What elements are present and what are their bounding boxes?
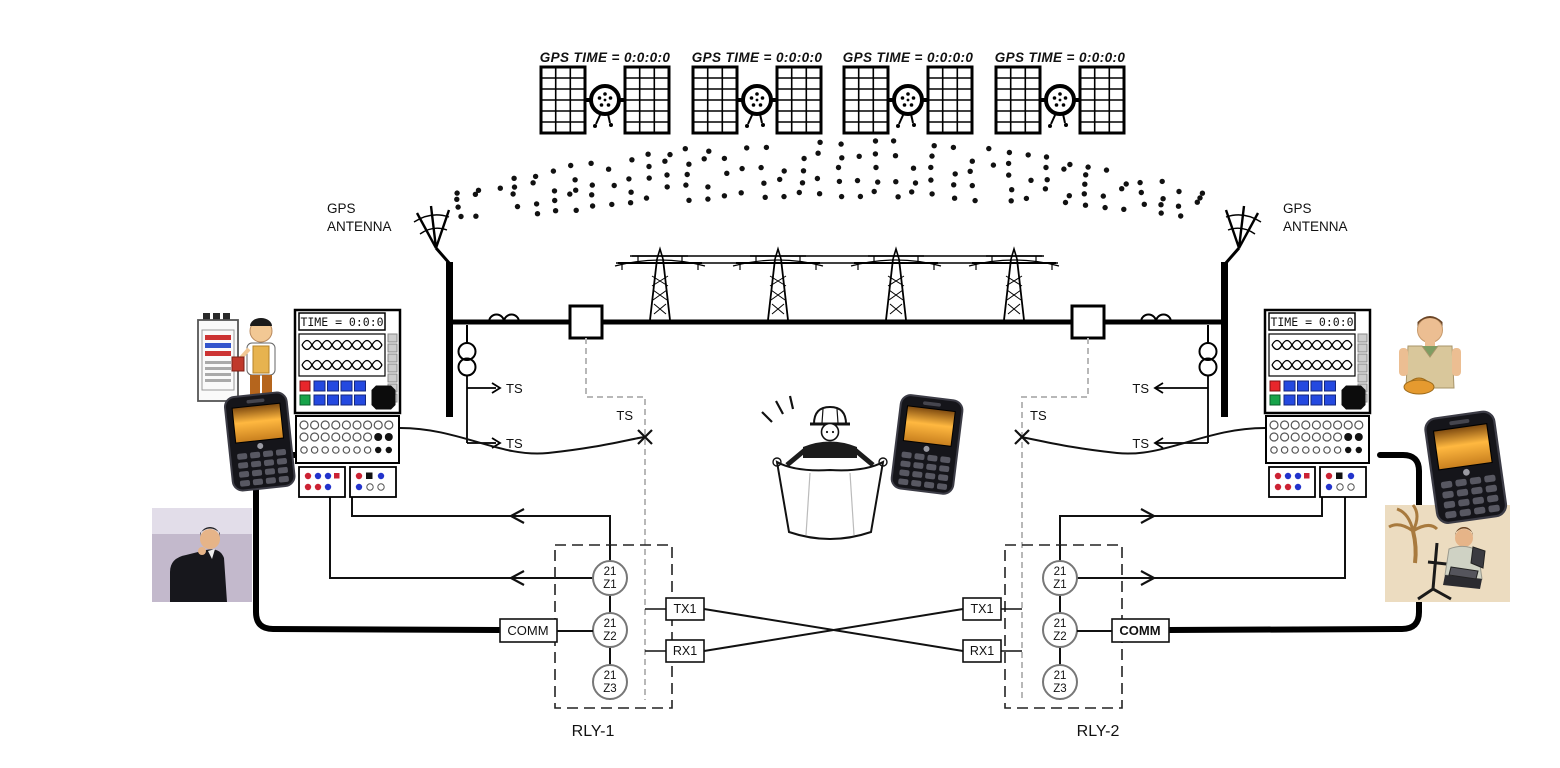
panel-time-left: TIME = 0:0:0 <box>300 315 383 329</box>
panel-ts-curve-right <box>1020 427 1266 455</box>
zone-element-z1-left <box>592 560 628 596</box>
relay-panel-links <box>329 497 1346 586</box>
gps-time-label-1: GPS TIME = 0:0:0:0 <box>540 50 671 65</box>
antenna-label-left-line2: ANTENNA <box>327 219 392 234</box>
gps-antenna-left <box>413 205 452 265</box>
bus-left <box>446 262 453 417</box>
panel-ts-curve-left <box>399 427 645 455</box>
technician-figure <box>197 313 276 404</box>
ct-coil-left <box>488 313 520 323</box>
ts-label-right-1: TS <box>1132 381 1149 396</box>
arrow-left-1 <box>508 508 525 524</box>
gps-time-label-3: GPS TIME = 0:0:0:0 <box>843 50 974 65</box>
satellite-3 <box>842 65 974 135</box>
time-source-taps-right <box>1153 325 1218 449</box>
zone-element-z3-left <box>592 664 628 700</box>
zone-z1-num-right: 21 <box>1054 566 1067 578</box>
antenna-label-right-line2: ANTENNA <box>1283 219 1348 234</box>
zone-z2-id-left: Z2 <box>603 631 616 643</box>
arrow-right-2 <box>1140 570 1157 586</box>
phone-left <box>223 390 297 493</box>
tx1-label-right: TX1 <box>971 602 994 616</box>
relay-panel-right <box>1263 308 1372 499</box>
time-source-taps-left <box>457 325 502 449</box>
tower-4 <box>968 248 1060 321</box>
gps-time-label-2: GPS TIME = 0:0:0:0 <box>692 50 823 65</box>
antenna-label-right-line1: GPS <box>1283 201 1312 216</box>
rly2-name: RLY-2 <box>1077 723 1120 740</box>
comm-label-left: COMM <box>507 623 548 638</box>
satellite-2 <box>691 65 823 135</box>
comm-channel-cross <box>703 608 964 652</box>
rx1-label-right: RX1 <box>970 644 994 658</box>
relay-rly2-block: 21 Z1 21 Z2 21 Z3 TX1 RX1 COMM RLY-2 <box>962 544 1170 740</box>
tx1-label-left: TX1 <box>674 602 697 616</box>
gps-signal-dots <box>454 138 1206 220</box>
transmission-circuit <box>446 262 1228 417</box>
zone-z2-num-left: 21 <box>604 618 617 630</box>
arrow-left-2 <box>508 570 525 586</box>
satellite-1 <box>539 65 671 135</box>
zone-element-z1-right <box>1042 560 1078 596</box>
phone-right <box>1422 409 1509 526</box>
arrow-right-1 <box>1140 508 1157 524</box>
zone-z1-num-left: 21 <box>604 566 617 578</box>
zone-z3-num-right: 21 <box>1054 670 1067 682</box>
relay-panel-left <box>293 308 402 499</box>
gps-time-label-4: GPS TIME = 0:0:0:0 <box>995 50 1126 65</box>
gps-antenna-right <box>1223 205 1262 265</box>
ts-label-x-right: TS <box>1030 408 1047 423</box>
breaker-left <box>568 304 604 340</box>
zone-z3-num-left: 21 <box>604 670 617 682</box>
panel-time-right: TIME = 0:0:0 <box>1270 315 1353 329</box>
zone-z2-id-right: Z2 <box>1053 631 1066 643</box>
zone-z3-id-left: Z3 <box>603 683 616 695</box>
comm-label-right: COMM <box>1119 623 1160 638</box>
tower-1 <box>614 248 706 321</box>
ts-label-x-left: TS <box>616 408 633 423</box>
transmission-towers <box>614 248 1060 321</box>
bus-right <box>1221 262 1228 417</box>
ts-label-left-2: TS <box>506 436 523 451</box>
zone-z3-id-right: Z3 <box>1053 683 1066 695</box>
relay-rly1-block: 21 Z1 21 Z2 21 Z3 TX1 RX1 COMM RLY-1 <box>499 544 705 740</box>
breaker-status-links <box>399 338 1266 700</box>
ts-label-left-1: TS <box>506 381 523 396</box>
tower-3 <box>850 248 942 321</box>
rx1-label-left: RX1 <box>673 644 697 658</box>
worker-hardhat-figure <box>1399 316 1461 395</box>
antenna-label-left-line1: GPS <box>327 201 356 216</box>
ts-label-right-2: TS <box>1132 436 1149 451</box>
zone-z1-id-left: Z1 <box>603 579 616 591</box>
ct-coil-right <box>1140 313 1172 323</box>
zone-z1-id-right: Z1 <box>1053 579 1066 591</box>
zone-element-z3-right <box>1042 664 1078 700</box>
tower-2 <box>732 248 824 321</box>
phone-center <box>889 393 965 496</box>
satellite-4 <box>994 65 1126 135</box>
breaker-right <box>1070 304 1106 340</box>
engineer-blueprint-figure <box>761 395 888 540</box>
thinking-person-figure <box>152 508 252 602</box>
ts-x-mark-left <box>637 429 653 445</box>
zone-z2-num-right: 21 <box>1054 618 1067 630</box>
rly1-name: RLY-1 <box>572 723 615 740</box>
